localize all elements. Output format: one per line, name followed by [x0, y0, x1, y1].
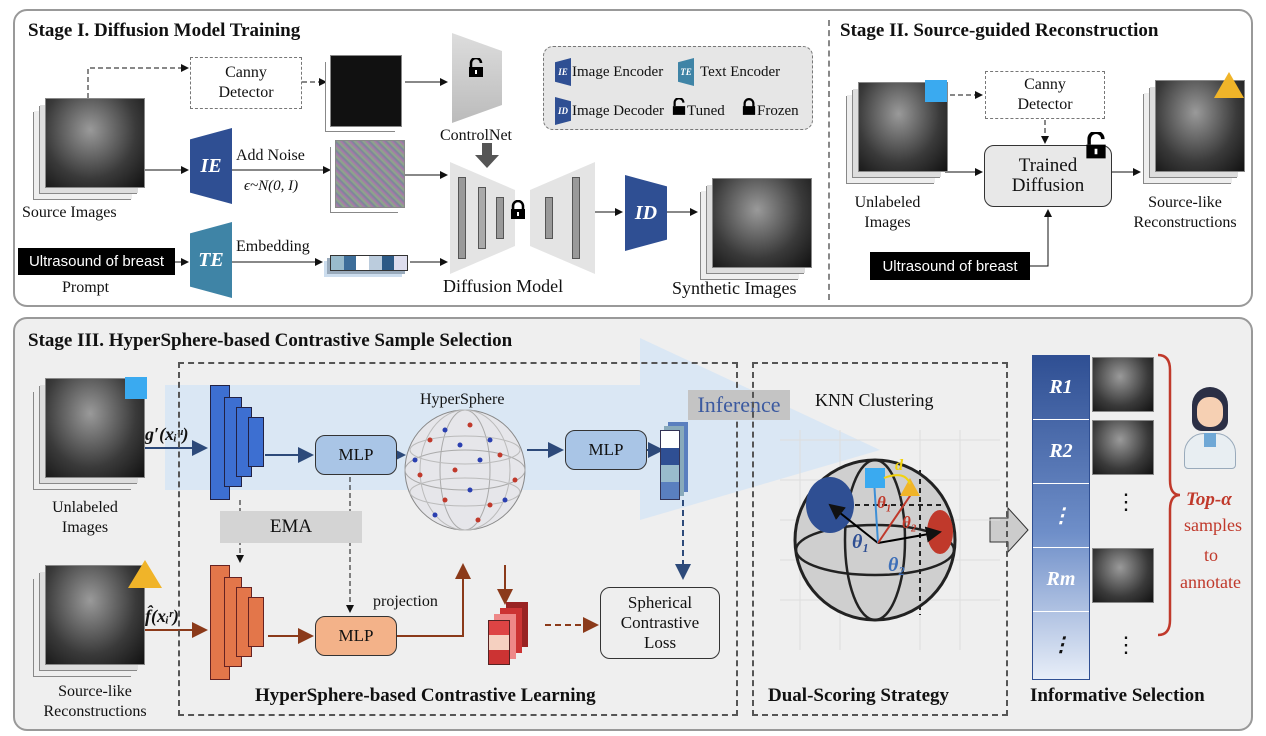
- d-label: d: [895, 457, 903, 474]
- projection-label: projection: [373, 593, 438, 610]
- selection-brace: [1157, 353, 1181, 637]
- informative-selection-label: Informative Selection: [1030, 685, 1205, 706]
- student-encoder: [210, 385, 268, 500]
- ellipsis-1: ⋮: [1115, 489, 1137, 514]
- contrastive-learning-box: [178, 362, 738, 716]
- to-text: to: [1204, 545, 1219, 565]
- source-images: [45, 98, 145, 188]
- hcl-label: HyperSphere-based Contrastive Learning: [255, 685, 596, 706]
- mlp-student: MLP: [315, 435, 397, 475]
- legend-tuned: Tuned: [687, 103, 725, 119]
- add-noise-label: Add Noise: [236, 147, 305, 164]
- legend-image-encoder: Image Encoder: [572, 64, 664, 80]
- knn-sphere: [780, 430, 1000, 650]
- ranked-image-1: [1092, 357, 1154, 412]
- ellipsis-2: ⋮: [1115, 632, 1137, 657]
- noise-equation: ϵ~N(0, I): [244, 178, 299, 194]
- embedding-vector: [330, 255, 408, 271]
- legend-ie-icon: IE: [555, 58, 571, 86]
- stage2-canny-box: Canny Detector: [985, 71, 1105, 119]
- ranked-image-m: [1092, 548, 1154, 603]
- controlnet-block: [452, 33, 502, 123]
- teacher-encoder: [210, 565, 268, 680]
- unlock-icon: [469, 58, 483, 77]
- stage1-title: Stage I. Diffusion Model Training: [28, 20, 301, 41]
- blue-square-marker: [925, 80, 947, 102]
- diffusion-model-label: Diffusion Model: [443, 276, 564, 296]
- embedding-label: Embedding: [236, 238, 310, 255]
- rank-item[interactable]: ⋮: [1033, 484, 1089, 548]
- stage1-prompt: Ultrasound of breast: [18, 248, 175, 275]
- rank-item[interactable]: ⋮: [1051, 633, 1071, 656]
- hypersphere-label: HyperSphere: [420, 391, 505, 408]
- canny-edge-image: [330, 55, 402, 127]
- legend-box: [543, 46, 813, 130]
- rank-item[interactable]: R1: [1033, 356, 1089, 420]
- mlp-teacher: MLP: [315, 616, 397, 656]
- annotate-text: annotate: [1180, 572, 1241, 592]
- selection-arrow: [989, 506, 1029, 554]
- unlabeled-images-label: Unlabeled Images: [854, 194, 921, 231]
- stage1-2-panel: [13, 9, 1253, 307]
- rank-item[interactable]: R2: [1033, 420, 1089, 484]
- dual-scoring-box: [752, 362, 1008, 716]
- stage3-source-like-images: [45, 565, 145, 665]
- source-images-label: Source Images: [22, 204, 117, 221]
- teacher-feature-vector: [488, 620, 510, 665]
- doctor-icon: [1180, 385, 1240, 470]
- source-like-label: Source-like Reconstructions: [1133, 194, 1237, 231]
- legend-frozen: Frozen: [757, 103, 799, 119]
- top-alpha: Top-α: [1186, 489, 1232, 510]
- theta1-blue: θ₁: [852, 531, 870, 553]
- stage2-canny-label: Canny Detector: [1017, 76, 1073, 113]
- stage3-blue-square: [125, 377, 147, 399]
- image-decoder-block: ID: [625, 175, 667, 251]
- synthetic-images: [712, 178, 812, 268]
- g-label: g′(xᵢᵘ): [145, 424, 189, 444]
- theta2-blue: θ₂: [888, 554, 906, 576]
- image-encoder-block: IE: [190, 128, 232, 204]
- ranked-image-2: [1092, 420, 1154, 475]
- legend-te-icon: TE: [678, 58, 694, 86]
- rank-item[interactable]: Rm: [1033, 548, 1089, 612]
- diffusion-model-block: [450, 162, 595, 274]
- theta1-red: θ₁: [877, 493, 892, 512]
- dual-scoring-label: Dual-Scoring Strategy: [768, 685, 950, 706]
- spherical-contrastive-loss: Spherical Contrastive Loss: [600, 587, 720, 659]
- stage3-source-like-label: Source-like Reconstructions: [43, 683, 147, 720]
- ranked-list: R1 R2 ⋮ Rm ⋮: [1032, 355, 1090, 680]
- samples-text: samples: [1184, 515, 1242, 535]
- trained-unlock-icon: [1086, 132, 1106, 159]
- legend-lock-icon: [742, 98, 756, 115]
- theta2-red: θ₂: [902, 513, 917, 532]
- mlp-projection: MLP: [565, 430, 647, 470]
- legend-text-encoder: Text Encoder: [700, 64, 781, 80]
- lock-icon: [511, 200, 525, 219]
- controlnet-label: ControlNet: [440, 127, 512, 144]
- student-feature-vector: [660, 430, 680, 500]
- legend-id-icon: ID: [555, 97, 571, 125]
- stage2-title: Stage II. Source-guided Reconstruction: [840, 20, 1159, 41]
- stage3-title: Stage III. HyperSphere-based Contrastive…: [28, 330, 513, 351]
- legend-unlock-icon: [672, 98, 686, 115]
- stage-divider: [828, 20, 830, 300]
- ema-box: EMA: [220, 511, 362, 543]
- noise-image: [335, 140, 405, 208]
- hypersphere: [404, 409, 526, 531]
- f-label: f̂(xᵢʳ): [145, 606, 179, 626]
- stage2-prompt: Ultrasound of breast: [870, 252, 1030, 280]
- canny-detector-box: Canny Detector: [190, 57, 302, 109]
- legend-image-decoder: Image Decoder: [572, 103, 665, 119]
- knn-label: KNN Clustering: [815, 390, 934, 410]
- text-encoder-block: TE: [190, 222, 232, 298]
- inference-label: Inference: [688, 390, 790, 420]
- canny-label: Canny Detector: [218, 64, 274, 101]
- synthetic-images-label: Synthetic Images: [672, 278, 797, 298]
- prompt-label: Prompt: [62, 279, 110, 296]
- stage3-unlabeled-label: Unlabeled Images: [52, 499, 118, 536]
